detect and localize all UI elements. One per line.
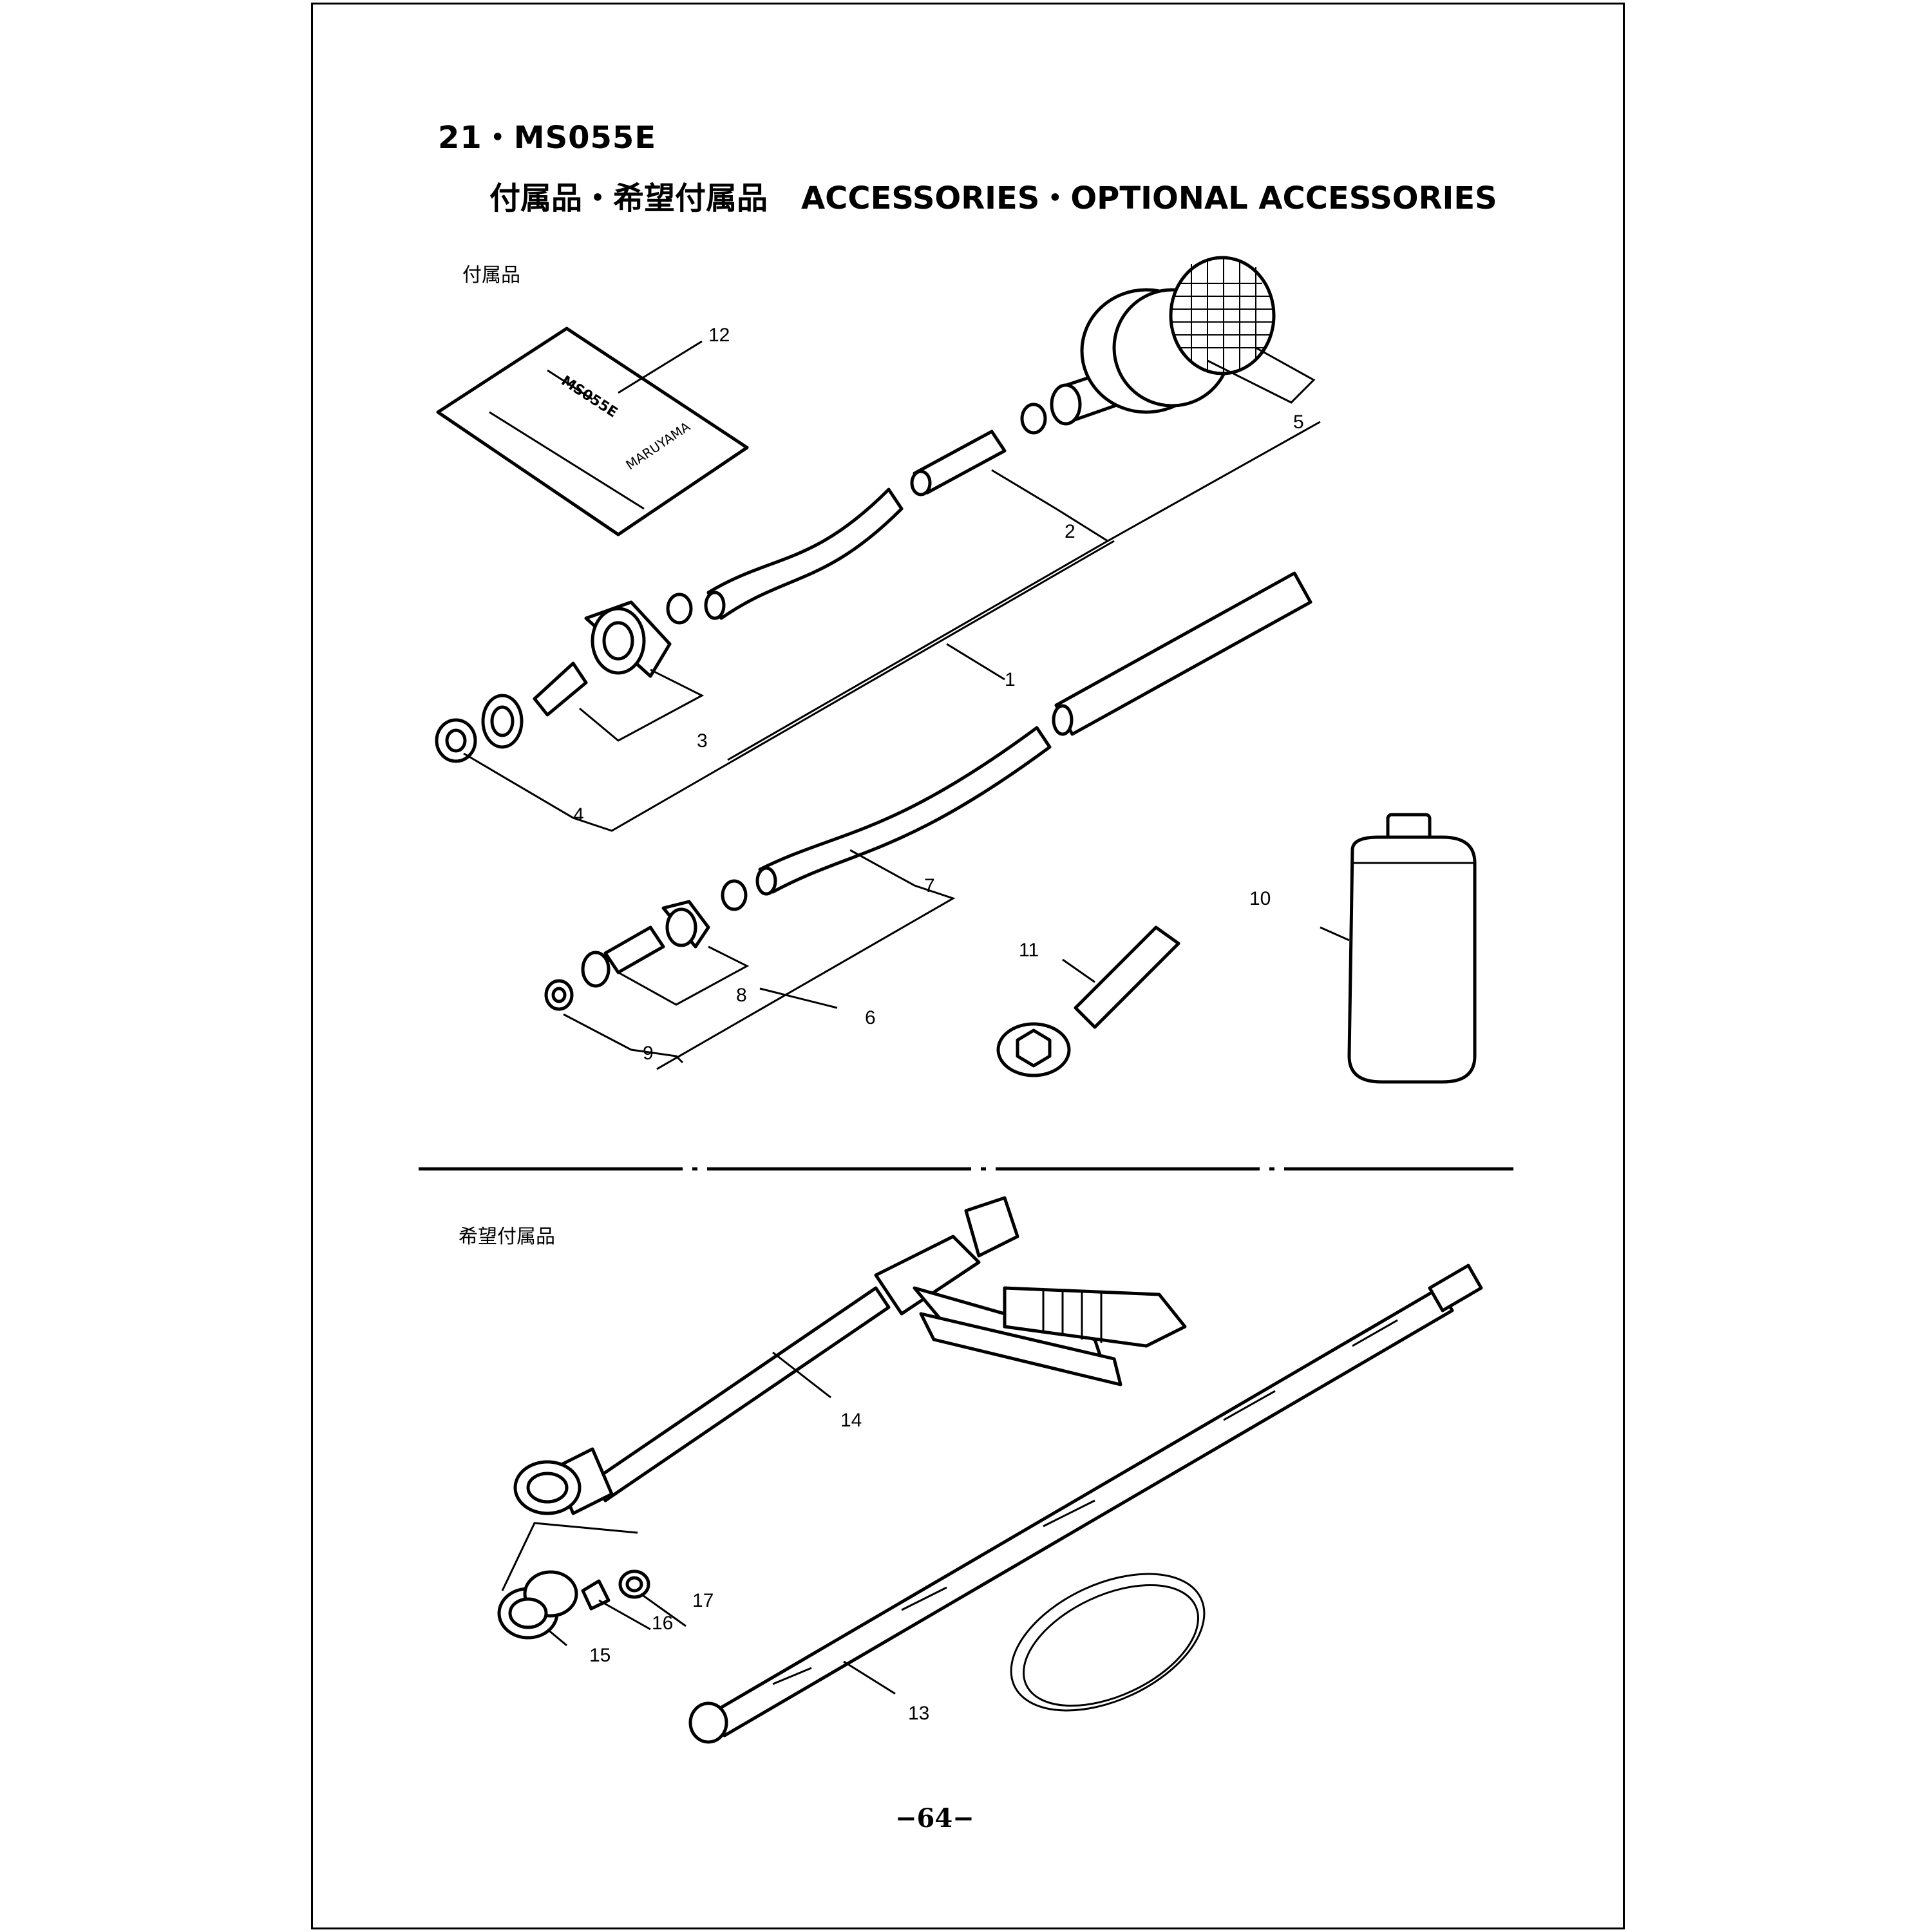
callout-13: 13 — [908, 1703, 929, 1724]
callout-9: 9 — [643, 1043, 654, 1064]
callout-5: 5 — [1293, 412, 1304, 433]
operator-manual-illustration: MS055E MARUYAMA — [436, 327, 749, 536]
subtitle-japanese: 付属品・希望付属品 — [489, 180, 768, 216]
standard-accessories-label: 付属品 — [462, 264, 520, 287]
callout-15: 15 — [589, 1645, 611, 1666]
page-title: 21・MS055E — [438, 120, 657, 156]
callout-8: 8 — [736, 985, 747, 1006]
leader-lines — [463, 340, 1350, 1695]
callout-numbers: 12 5 2 1 3 4 7 10 11 8 6 9 14 17 16 15 1… — [573, 325, 1304, 1724]
page-number: −64− — [895, 1803, 974, 1833]
box-wrench-illustration — [996, 925, 1180, 1077]
callout-16: 16 — [652, 1613, 673, 1634]
suction-hose-joint-illustration — [435, 600, 672, 763]
callout-12: 12 — [708, 325, 730, 346]
callout-4: 4 — [573, 804, 584, 826]
suction-hose-illustration — [666, 402, 1047, 625]
suction-strainer-illustration — [1050, 256, 1276, 426]
return-hose-illustration — [544, 571, 1312, 1011]
nozzle-parts-illustration — [497, 1569, 650, 1640]
callout-10: 10 — [1249, 888, 1271, 909]
page-subtitle: 付属品・希望付属品 ACCESSORIES・OPTIONAL ACCESSORIE… — [489, 173, 1531, 218]
callout-11: 11 — [1019, 940, 1039, 961]
callout-1: 1 — [1005, 669, 1016, 690]
subtitle-english: ACCESSORIES・OPTIONAL ACCESSORIES — [801, 180, 1497, 216]
callout-2: 2 — [1065, 521, 1075, 542]
callout-17: 17 — [692, 1590, 714, 1611]
optional-accessories-label: 希望付属品 — [459, 1226, 555, 1248]
callout-14: 14 — [840, 1410, 862, 1431]
oil-bottle-illustration — [1347, 813, 1477, 1084]
callout-6: 6 — [865, 1007, 876, 1028]
callout-7: 7 — [924, 875, 935, 896]
spray-lance-illustration — [688, 1264, 1483, 1744]
callout-3: 3 — [697, 730, 708, 752]
spray-gun-illustration — [513, 1196, 1187, 1515]
